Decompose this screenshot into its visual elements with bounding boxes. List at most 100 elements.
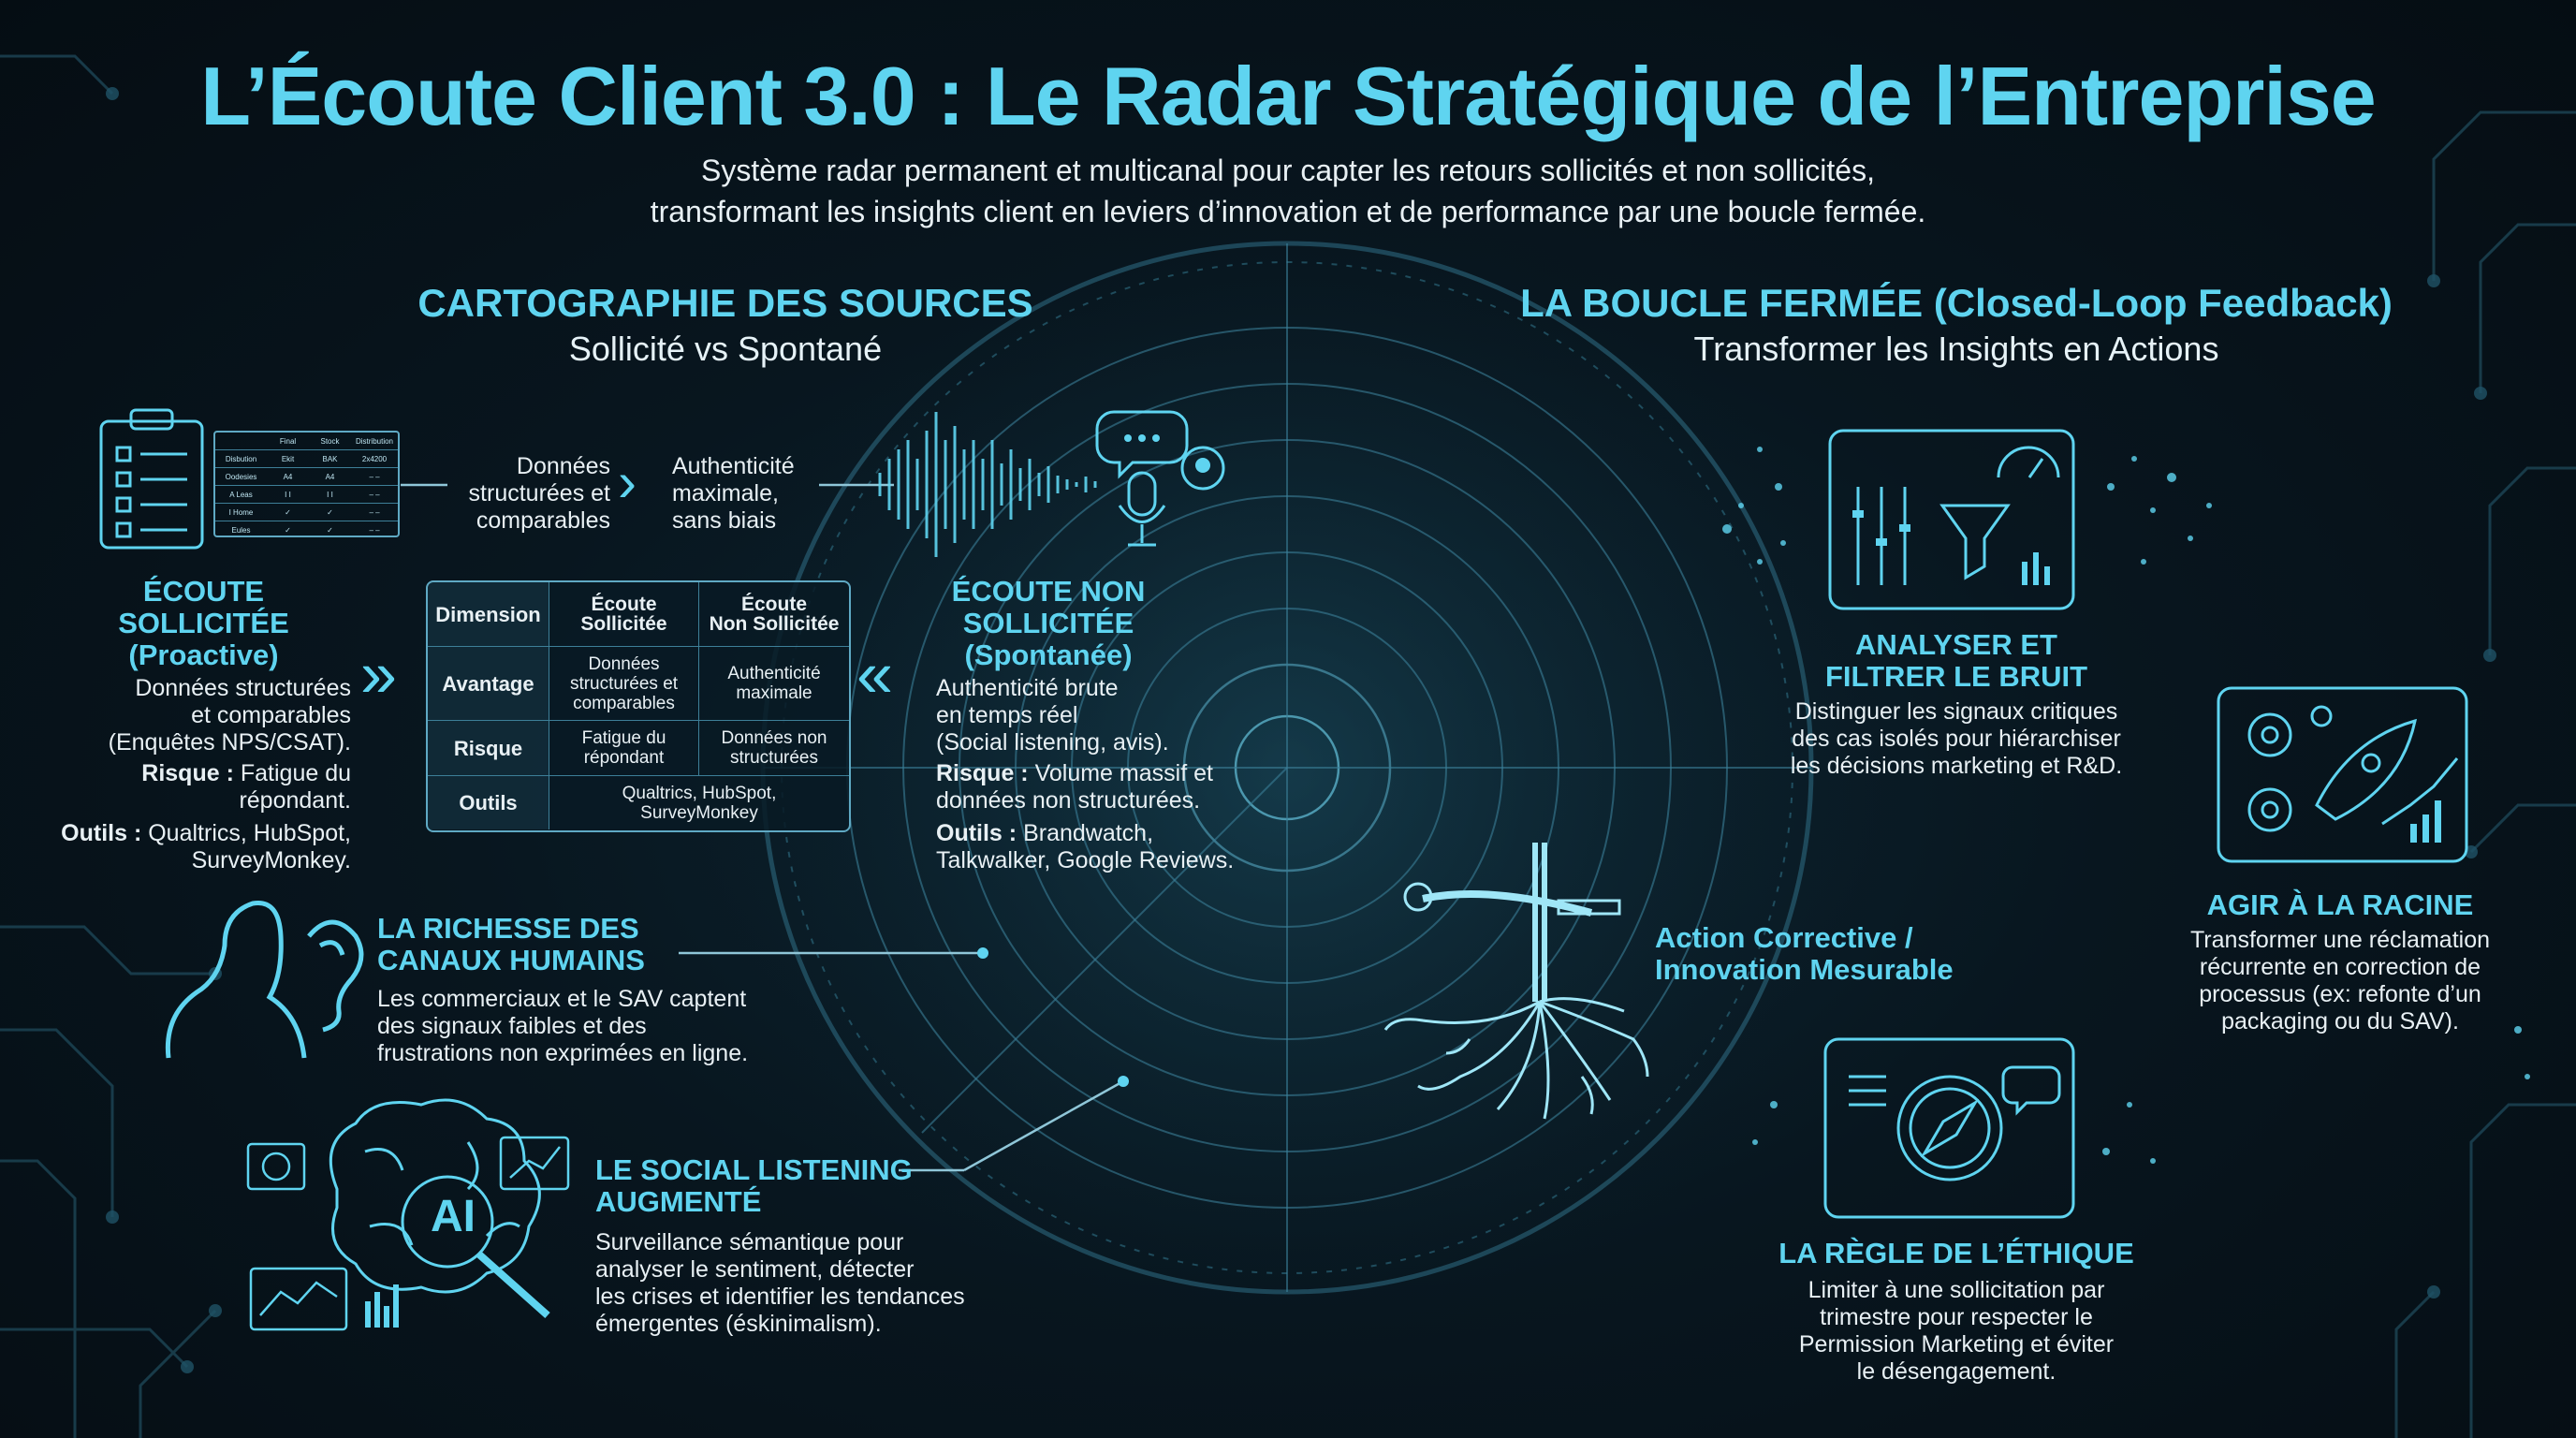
label-line: maximale,: [672, 480, 779, 506]
desc-line: Transformer une réclamation: [2189, 927, 2491, 953]
chevron-right-icon: »: [360, 638, 397, 711]
cell-line: SurveyMonkey: [640, 802, 758, 823]
desc-line: les crises et identifier les tendances: [595, 1284, 965, 1310]
ethics-desc: Limiter à une sollicitation par trimestr…: [1760, 1277, 2153, 1386]
solicited-tools: Outils : Qualtrics, HubSpot, SurveyMonke…: [56, 820, 351, 874]
mini-table-cell: I I: [285, 490, 291, 499]
desc-line: en temps réel: [936, 702, 1078, 728]
solicited-risk: Risque : Fatigue du répondant.: [56, 760, 351, 814]
cell-line: structurées: [730, 748, 818, 768]
desc-line: des cas isolés pour hiérarchiser: [1792, 726, 2121, 752]
title-line: ÉCOUTE NON SOLLICITÉE: [951, 575, 1146, 639]
desc-line: analyser le sentiment, détecter: [595, 1256, 915, 1283]
corrective-action-label: Action Corrective / Innovation Mesurable: [1655, 922, 1992, 986]
title-line: ÉCOUTE SOLLICITÉE: [118, 575, 289, 639]
unsolicited-risk: Risque : Volume massif et données non st…: [899, 760, 1273, 814]
title-line: LA RICHESSE DES: [377, 912, 639, 945]
desc-line: trimestre pour respecter le: [1820, 1304, 2093, 1330]
chart-panels-icon: [246, 1136, 570, 1331]
header-line: Non Sollicitée: [709, 613, 840, 635]
title-line: AUGMENTÉ: [595, 1185, 762, 1218]
waveform: [878, 412, 1097, 557]
mini-table-header: Final: [279, 436, 297, 446]
cell-line: Fatigue du: [581, 728, 666, 748]
title-line: LE SOCIAL LISTENING: [595, 1153, 913, 1186]
connectors: [401, 483, 1124, 1172]
mini-table-cell: Disbution: [225, 454, 257, 463]
unsolicited-desc: Authenticité brute en temps réel (Social…: [899, 675, 1273, 756]
roots-wrench-icon: [1383, 843, 1649, 1120]
desc-line: packaging ou du SAV).: [2221, 1008, 2459, 1034]
desc-line: Limiter à une sollicitation par: [1808, 1277, 2105, 1303]
chevron-right-icon: ›: [618, 450, 637, 513]
tools-text: SurveyMonkey.: [191, 847, 351, 873]
desc-line: le désengagement.: [1856, 1358, 2056, 1385]
subtitle-line: transformant les insights client en levi…: [650, 195, 1926, 228]
cell-line: structurées et: [569, 673, 679, 694]
human-channels-title: LA RICHESSE DES CANAUX HUMAINS: [377, 913, 827, 976]
social-listening-block: LE SOCIAL LISTENING AUGMENTÉ Surveillanc…: [595, 1154, 1007, 1338]
mini-table-cell: ✓: [327, 507, 333, 517]
mini-data-table: Final Stock Distribution Disbution Ekit …: [213, 431, 400, 537]
label-line: structurées et: [468, 480, 610, 506]
loop-section-subtitle: Transformer les Insights en Actions: [1693, 330, 2219, 368]
mini-table-cell: I I: [327, 490, 333, 499]
title-line: CANAUX HUMAINS: [377, 944, 645, 976]
risk-text: Fatigue du: [240, 760, 351, 786]
cell-line: Données: [588, 653, 660, 674]
cell-line: Authenticité: [727, 664, 821, 683]
header-line: Écoute: [740, 594, 807, 615]
risk-label: Risque :: [141, 760, 234, 786]
risk-text: Volume massif et: [1034, 760, 1213, 786]
title-line: (Proactive): [128, 638, 279, 671]
risk-text: répondant.: [239, 787, 351, 814]
desc-line: (Social listening, avis).: [936, 729, 1169, 756]
risk-label: Risque :: [936, 760, 1029, 786]
mini-table-cell: – –: [369, 507, 380, 517]
loop-section-title: LA BOUCLE FERMÉE (Closed-Loop Feedback): [1520, 281, 2393, 325]
title-line: FILTRER LE BRUIT: [1824, 660, 2088, 693]
compass-icon: [1823, 1037, 2075, 1219]
table-header-dimension: Dimension: [428, 582, 549, 646]
mini-table-cell: Oodesies: [225, 472, 257, 481]
desc-line: Distinguer les signaux critiques: [1794, 698, 2118, 725]
subtitle-line: Système radar permanent et multicanal po…: [701, 154, 1875, 187]
mini-table-header: Distribution: [355, 436, 393, 446]
mini-table-cell: A Leas: [229, 490, 253, 499]
mini-table-cell: Ekit: [281, 454, 295, 463]
desc-line: Authenticité brute: [936, 675, 1119, 701]
ethics-title: LA RÈGLE DE L’ÉTHIQUE: [1778, 1237, 2134, 1269]
cell-line: Qualtrics, HubSpot,: [622, 783, 777, 803]
authenticity-label: Authenticité maximale, sans biais: [672, 453, 831, 535]
mini-table-cell: – –: [369, 472, 380, 481]
human-channels-desc: Les commerciaux et le SAV captent des si…: [377, 986, 827, 1067]
cell-line: comparables: [573, 693, 675, 713]
label-line: sans biais: [672, 507, 777, 534]
human-channels-block: LA RICHESSE DES CANAUX HUMAINS Les comme…: [377, 913, 827, 1067]
mini-table-cell: ✓: [285, 507, 291, 517]
desc-line: Permission Marketing et éviter: [1798, 1331, 2115, 1357]
mini-table-cell: BAK: [322, 454, 338, 463]
cell-line: Données non: [721, 728, 827, 748]
unsolicited-tools: Outils : Brandwatch, Talkwalker, Google …: [899, 820, 1273, 874]
cell-line: répondant: [583, 748, 665, 768]
mini-table-cell: – –: [369, 525, 380, 535]
page-title: L’Écoute Client 3.0 : Le Radar Stratégiq…: [200, 50, 2377, 142]
table-row-label: Outils: [428, 776, 549, 829]
root-cause-title: AGIR À LA RACINE: [2206, 888, 2474, 921]
analytics-dashboard-icon: [1828, 429, 2075, 610]
table-row: Outils Qualtrics, HubSpot,SurveyMonkey: [428, 776, 849, 829]
desc-line: et comparables: [191, 702, 351, 728]
brain-ai-icon: [329, 1098, 550, 1318]
tools-text: Brandwatch,: [1023, 820, 1154, 846]
desc-line: frustrations non exprimées en ligne.: [377, 1040, 749, 1066]
desc-line: (Enquêtes NPS/CSAT).: [108, 729, 351, 756]
